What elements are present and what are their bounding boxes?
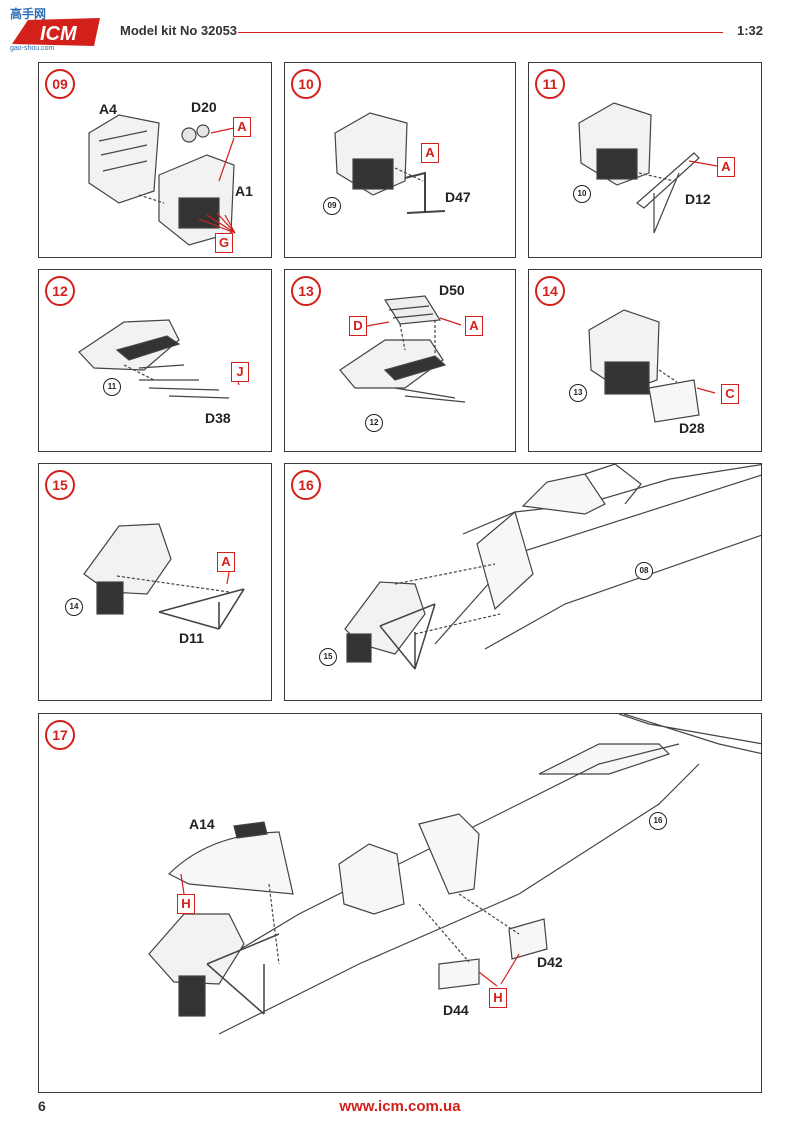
step-number: 09: [45, 69, 75, 99]
website-link[interactable]: www.icm.com.ua: [339, 1098, 461, 1115]
step-reference-09: 09: [323, 197, 341, 215]
header-rule: [238, 32, 723, 33]
scale-label: 1:32: [737, 23, 764, 38]
step-09-drawing: [88, 114, 236, 246]
part-label-d20: D20: [191, 99, 217, 115]
step-reference-10: 10: [573, 185, 591, 203]
step-11-drawing: [578, 102, 718, 234]
step-reference-11: 11: [103, 378, 121, 396]
part-label-d38: D38: [205, 410, 231, 426]
part-tag-h: H: [489, 988, 507, 1008]
step-13-panel: 13 D50 D A 12: [284, 269, 516, 452]
part-tag-a: A: [465, 316, 483, 336]
step-11-panel: 11 A D12 10: [528, 62, 762, 258]
part-label-d47: D47: [445, 189, 471, 205]
step-14-drawing: [588, 309, 716, 423]
part-tag-g: G: [215, 233, 233, 253]
part-tag-a: A: [717, 157, 735, 177]
step-09-panel: 09 A4 D20 A1 A G: [38, 62, 272, 258]
svg-text:gao-shou.com: gao-shou.com: [10, 45, 55, 52]
part-label-a14: A14: [189, 816, 215, 832]
part-tag-d: D: [349, 316, 367, 336]
part-tag-a: A: [233, 117, 251, 137]
icm-logo: ICM 高手网 gao-shou.com: [10, 6, 100, 52]
part-label-a4: A4: [99, 101, 117, 117]
part-tag-h: H: [177, 894, 195, 914]
part-tag-j: J: [231, 362, 249, 382]
part-label-a1: A1: [235, 183, 253, 199]
step-number: 14: [535, 276, 565, 306]
step-14-panel: 14 C D28 13: [528, 269, 762, 452]
step-number: 13: [291, 276, 321, 306]
step-10-panel: 10 A D47 09: [284, 62, 516, 258]
part-label-d11: D11: [179, 630, 204, 646]
step-reference-13: 13: [569, 384, 587, 402]
svg-text:高手网: 高手网: [10, 6, 46, 21]
step-13-drawing: [339, 295, 466, 403]
page-header: ICM 高手网 gao-shou.com Model kit No 32053 …: [0, 0, 800, 60]
part-label-d42: D42: [537, 954, 563, 970]
step-10-drawing: [334, 112, 446, 214]
part-tag-a: A: [217, 552, 235, 572]
part-label-d28: D28: [679, 420, 705, 436]
step-17-drawing: [148, 714, 761, 1035]
step-number: 12: [45, 276, 75, 306]
step-12-drawing: [78, 319, 240, 399]
kit-title: Model kit No 32053: [120, 23, 238, 38]
step-number: 15: [45, 470, 75, 500]
step-reference-15: 15: [319, 648, 337, 666]
step-number: 17: [45, 720, 75, 750]
step-15-drawing: [83, 523, 245, 630]
step-12-panel: 12 J D38 11: [38, 269, 272, 452]
svg-text:ICM: ICM: [40, 23, 78, 45]
page-number: 6: [38, 1098, 46, 1114]
step-reference-16: 16: [649, 812, 667, 830]
step-reference-12: 12: [365, 414, 383, 432]
step-15-panel: 15 A D11 14: [38, 463, 272, 701]
part-label-d12: D12: [685, 191, 711, 207]
step-number: 10: [291, 69, 321, 99]
part-tag-c: C: [721, 384, 739, 404]
step-16-panel: 16 08 15: [284, 463, 762, 701]
step-number: 16: [291, 470, 321, 500]
step-reference-14: 14: [65, 598, 83, 616]
step-number: 11: [535, 69, 565, 99]
step-17-panel: 17 A14 H D42 D44 H 16: [38, 713, 762, 1093]
step-16-drawing: [344, 464, 761, 670]
step-reference-08: 08: [635, 562, 653, 580]
part-label-d44: D44: [443, 1002, 469, 1018]
part-tag-a: A: [421, 143, 439, 163]
part-label-d50: D50: [439, 282, 465, 298]
